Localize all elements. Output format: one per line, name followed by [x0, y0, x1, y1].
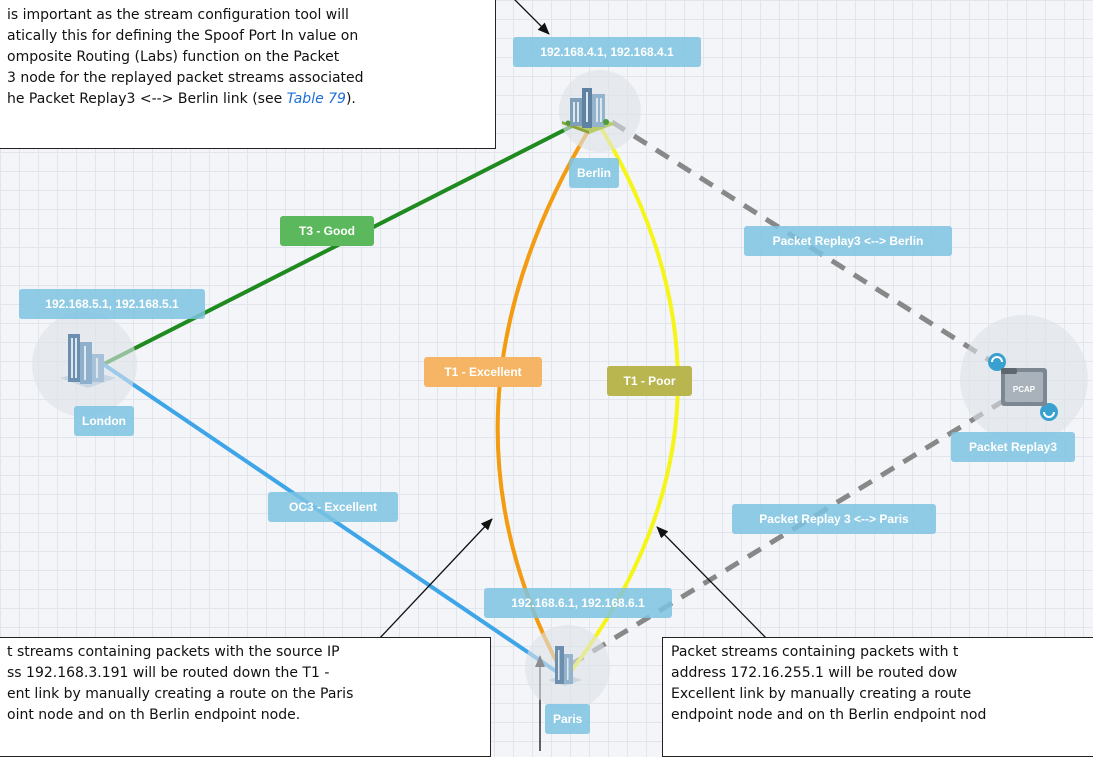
london-address-label[interactable]: 192.168.5.1, 192.168.5.1: [19, 289, 205, 319]
berlin-building-icon[interactable]: [556, 84, 622, 134]
callout-top: is important as the stream configuration…: [0, 0, 496, 149]
link-oc3-excellent-label[interactable]: OC3 - Excellent: [268, 492, 398, 522]
callout-bottom-right-line-3: Excellent link by manually creating a ro…: [671, 686, 972, 702]
callout-top-line-2: atically this for defining the Spoof Por…: [7, 28, 359, 44]
callout-bottom-right-line-1: Packet streams containing packets with t: [671, 644, 959, 660]
callout-top-line-1: is important as the stream configuration…: [7, 7, 349, 23]
callout-bottom-left-line-1: t streams containing packets with the so…: [7, 644, 340, 660]
paris-address-label[interactable]: 192.168.6.1, 192.168.6.1: [484, 588, 672, 618]
berlin-node-label[interactable]: Berlin: [569, 158, 620, 188]
callout-top-arrow: [514, 0, 550, 35]
link-t1-excellent-label[interactable]: T1 - Excellent: [424, 357, 542, 387]
link-replay-paris-line[interactable]: [570, 397, 1007, 667]
callout-bottom-right: Packet streams containing packets with t…: [662, 637, 1093, 757]
callout-bottom-left-line-3: ent link by manually creating a route on…: [7, 686, 354, 702]
link-replay-paris-label[interactable]: Packet Replay 3 <--> Paris: [732, 504, 936, 534]
pcap-icon-text: PCAP: [1013, 385, 1036, 394]
callout-top-last-suffix: ).: [345, 91, 356, 107]
callout-bottom-left: t streams containing packets with the so…: [0, 637, 491, 757]
callout-top-line-5: he Packet Replay3 <--> Berlin link (see …: [7, 89, 487, 110]
link-t1-poor-label[interactable]: T1 - Poor: [607, 366, 692, 396]
london-building-icon[interactable]: [56, 328, 120, 390]
callout-bottom-left-line-2: ss 192.168.3.191 will be routed down the…: [7, 665, 330, 681]
link-t3-good-label[interactable]: T3 - Good: [280, 216, 374, 246]
paris-node-label[interactable]: Paris: [545, 704, 591, 734]
callout-top-table-ref-link[interactable]: Table 79: [286, 91, 346, 107]
packet-replay-pcap-icon[interactable]: PCAP: [983, 348, 1063, 424]
berlin-address-label[interactable]: 192.168.4.1, 192.168.4.1: [513, 37, 701, 67]
link-replay-berlin-label[interactable]: Packet Replay3 <--> Berlin: [744, 226, 952, 256]
callout-bottom-left-line-4: oint node and on th Berlin endpoint node…: [7, 707, 301, 723]
callout-top-line-4: 3 node for the replayed packet streams a…: [7, 70, 364, 86]
packet-replay-node-label[interactable]: Packet Replay3: [951, 432, 1075, 462]
callout-top-last-prefix: he Packet Replay3 <--> Berlin link (see: [7, 91, 287, 107]
callout-top-line-3: omposite Routing (Labs) function on the …: [7, 49, 340, 65]
callout-bottom-left-arrow: [377, 518, 493, 641]
london-node-label[interactable]: London: [74, 406, 134, 436]
callout-bottom-right-arrow: [656, 526, 771, 643]
callout-bottom-right-line-4: endpoint node and on th Berlin endpoint …: [671, 707, 987, 723]
paris-building-icon[interactable]: [545, 640, 585, 688]
callout-bottom-right-line-2: address 172.16.255.1 will be routed dow: [671, 665, 958, 681]
